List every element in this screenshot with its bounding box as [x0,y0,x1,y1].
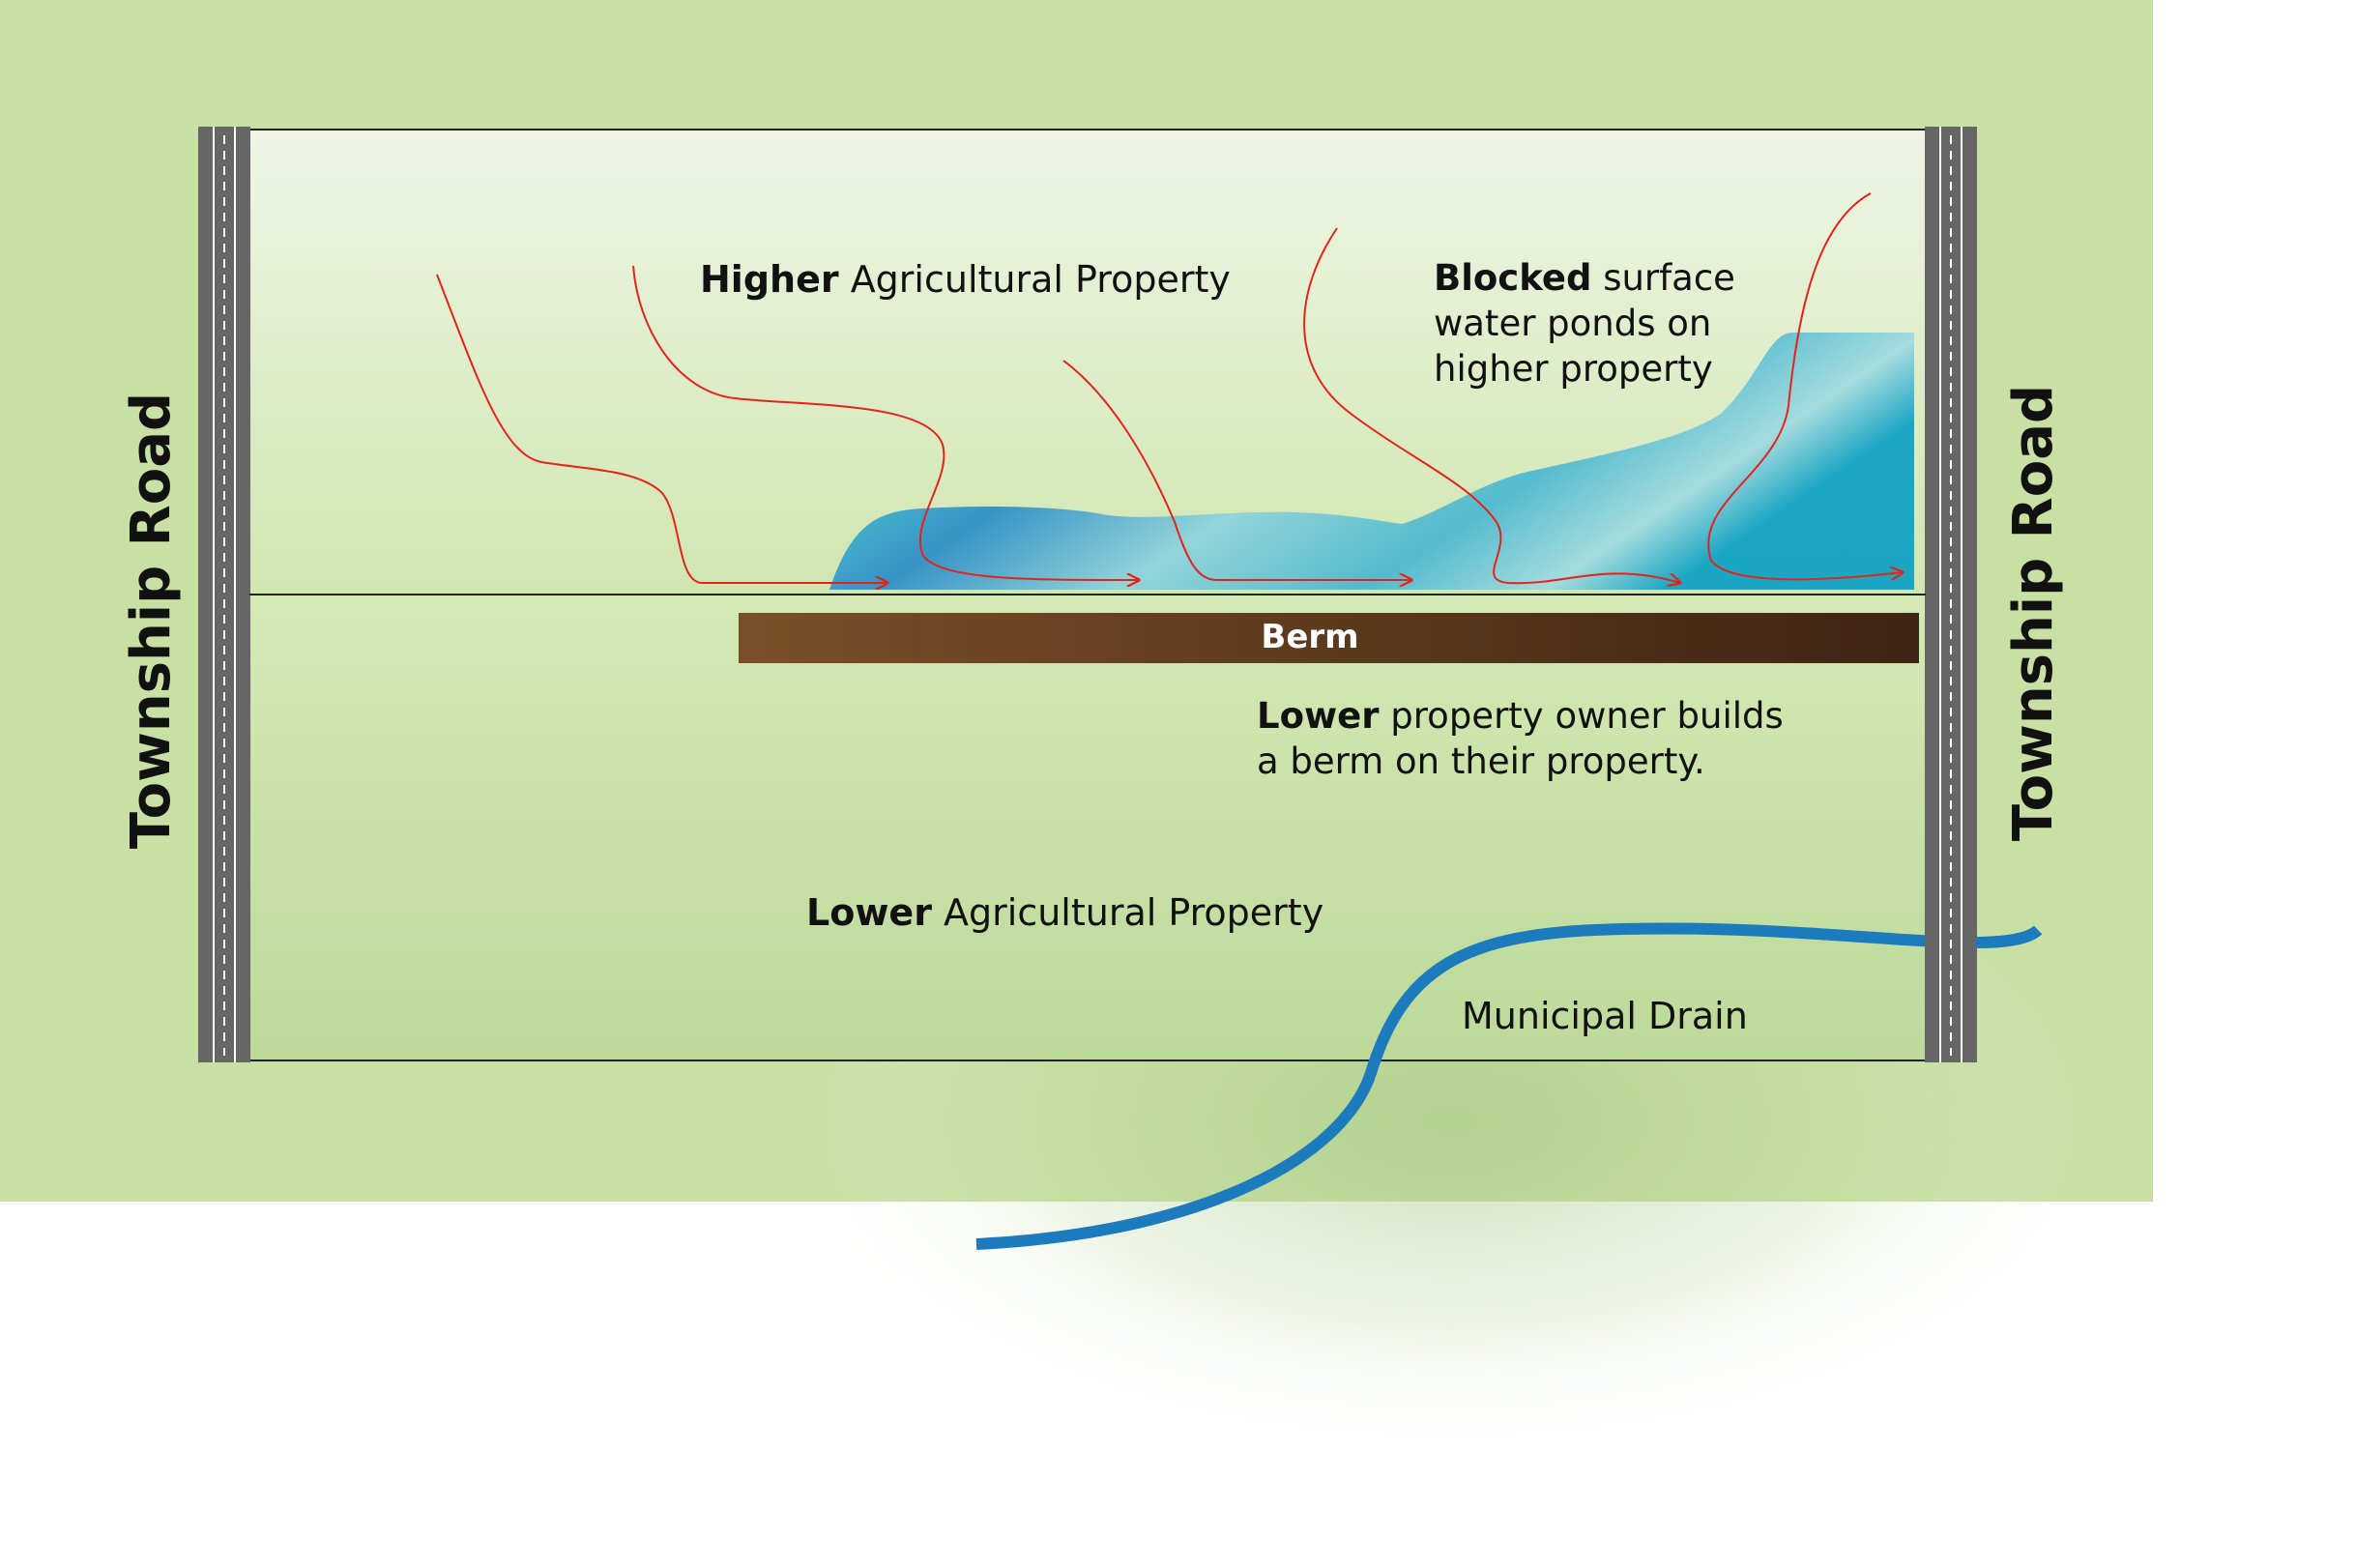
pond-note-line2: water ponds on [1434,303,1711,344]
flow-arrow-icon [1303,227,1680,583]
berm-note-line2: a berm on their property. [1257,740,1705,782]
pond-note-line1-rest: surface [1591,257,1735,299]
berm-label: Berm [1261,618,1358,656]
lower-property-label-rest: Agricultural Property [932,891,1323,934]
berm [739,613,1919,663]
lower-property-label-bold: Lower [806,891,932,934]
flow-arrows [436,192,1903,583]
right-road-label: Township Road [2002,385,2065,841]
flow-arrow-icon [1062,360,1411,580]
ponded-water [829,332,1914,590]
left-road-label: Township Road [120,392,183,849]
berm-note-line1-bold: Lower [1257,695,1380,737]
berm-note: Lower property owner builds a berm on th… [1257,695,1795,782]
flow-arrow-icon [632,265,1139,580]
left-road [198,127,250,1062]
higher-property-label-bold: Higher [700,258,839,301]
lower-property-area [248,594,1927,1061]
flow-arrow-icon [1707,192,1903,579]
berm-note-line1-rest: property owner builds [1380,695,1784,737]
higher-property-label: Higher Agricultural Property [700,258,1231,301]
municipal-drain-east [1975,925,2043,948]
pond-note-line1-bold: Blocked [1434,257,1591,299]
pond-note: Blocked surface water ponds on higher pr… [1434,257,1747,390]
right-road [1925,127,1977,1062]
higher-property-label-rest: Agricultural Property [839,258,1231,301]
municipal-drain-label: Municipal Drain [1462,995,1748,1037]
flow-arrow-icon [436,274,887,583]
lower-property-label: Lower Agricultural Property [806,891,1323,934]
pond-note-line3: higher property [1434,348,1713,390]
